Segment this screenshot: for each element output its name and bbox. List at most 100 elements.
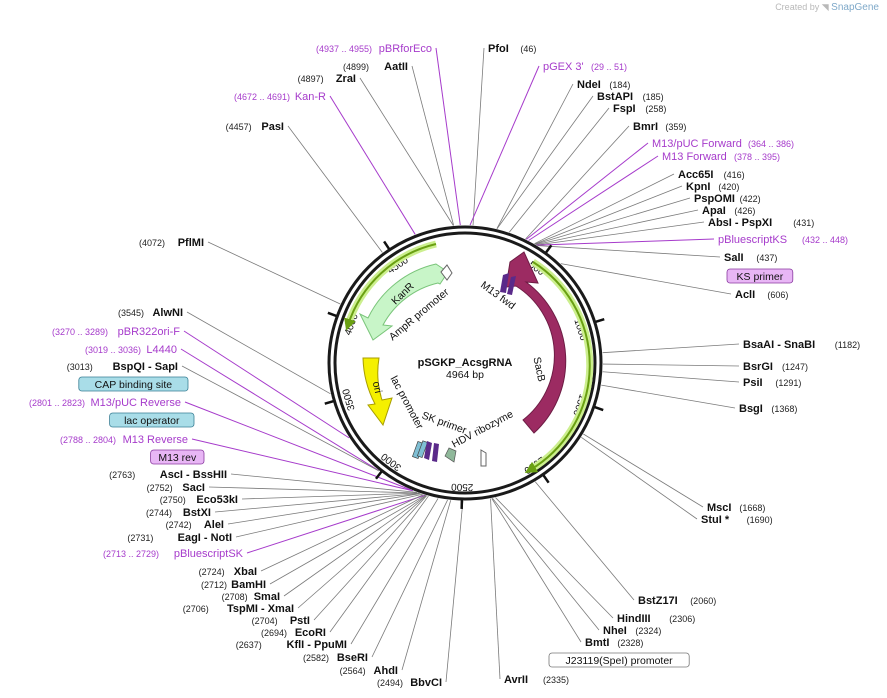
label-pbrforeco[interactable]: pBRforEco(4937 .. 4955): [316, 43, 432, 55]
label-ks-primer[interactable]: KS primer: [726, 268, 794, 284]
plasmid-length: 4964 bp: [446, 369, 484, 381]
ampr-promoter-feature[interactable]: [440, 264, 453, 281]
leader-bmti: [491, 498, 582, 643]
hdv-ribozyme-feature[interactable]: [480, 449, 487, 467]
left-label-column: pBRforEco(4937 .. 4955) AatII(4899)ZraI(4…: [29, 43, 442, 689]
label-ecori[interactable]: EcoRI(2694): [261, 627, 326, 639]
m13-forward-name: M13 Forward: [662, 151, 727, 163]
label-alei[interactable]: AleI(2742): [166, 519, 224, 531]
label-bsrgi[interactable]: BsrGI(1247): [743, 361, 808, 373]
label-psti[interactable]: PstI(2704): [252, 615, 310, 627]
label-msci[interactable]: MscI(1668): [707, 502, 765, 514]
leader-bsrgi: [602, 363, 740, 367]
label-stui[interactable]: StuI *(1690): [701, 514, 773, 526]
label-fspi[interactable]: FspI(258): [613, 103, 666, 115]
label-eco53ki[interactable]: Eco53kI(2750): [160, 494, 238, 506]
m13-rev-feature[interactable]: [424, 441, 432, 460]
label-apai[interactable]: ApaI(426): [702, 205, 755, 217]
label-absi-pspxi[interactable]: AbsI - PspXI(431): [708, 217, 814, 229]
label-psii[interactable]: PsiI(1291): [743, 377, 801, 389]
label-lac-operator[interactable]: lac operator: [109, 412, 195, 428]
label-bstapi[interactable]: BstAPI(185): [597, 91, 664, 103]
label-asci-bsshii[interactable]: AscI - BssHII(2763): [109, 469, 227, 481]
label-saci[interactable]: SacI(2752): [147, 482, 205, 494]
m13-puc-reverse-position: (2801 .. 2823): [29, 398, 85, 408]
label-pbr322ori-f[interactable]: pBR322ori-F(3270 .. 3289): [52, 326, 180, 338]
label-pspomi[interactable]: PspOMI(422): [694, 193, 761, 205]
bseri-name: BseRI: [337, 652, 368, 664]
label-ndei[interactable]: NdeI(184): [577, 79, 630, 91]
leader-fspi: [508, 107, 610, 233]
bstxi-name: BstXI: [183, 507, 211, 519]
label-bamhi[interactable]: BamHI(2712): [201, 579, 266, 591]
bsaai-snabi-position: (1182): [835, 340, 860, 350]
label-aatii[interactable]: AatII(4899): [343, 61, 408, 73]
label-kfli-ppumi[interactable]: KflI - PpuMI(2637): [236, 639, 347, 651]
acc65i-name: Acc65I: [678, 169, 713, 181]
label-eagi-noti[interactable]: EagI - NotI(2731): [127, 532, 232, 544]
pasi-position: (4457): [226, 122, 252, 132]
sk-primer-feature[interactable]: [432, 443, 439, 462]
pbr322ori-f-position: (3270 .. 3289): [52, 327, 108, 337]
label-bmri[interactable]: BmrI(359): [633, 121, 686, 133]
label-bmti[interactable]: BmtI(2328): [585, 637, 643, 649]
label-bspqi-sapi[interactable]: BspQI - SapI(3013): [67, 361, 178, 373]
tspmi-xmai-position: (2706): [183, 604, 209, 614]
label-cap-binding-site[interactable]: CAP binding site: [78, 376, 189, 392]
ks-primer-feature[interactable]: [507, 276, 516, 295]
label-sali[interactable]: SalI(437): [724, 252, 777, 264]
label-acc65i[interactable]: Acc65I(416): [678, 169, 745, 181]
label-smai[interactable]: SmaI(2708): [222, 591, 280, 603]
pbrforeco-name: pBRforEco: [379, 43, 432, 55]
leader-pspomi: [535, 197, 691, 245]
label-pfoi[interactable]: PfoI(46): [488, 43, 536, 55]
label-m13-puc-forward[interactable]: M13/pUC Forward(364 .. 386): [652, 138, 794, 150]
label-bsaai-snabi[interactable]: BsaAI - SnaBI(1182): [743, 339, 860, 351]
label-bsgi[interactable]: BsgI(1368): [739, 403, 797, 415]
psti-position: (2704): [252, 616, 278, 626]
label-pgex-3[interactable]: pGEX 3'(29 .. 51): [543, 61, 627, 73]
ori-feature[interactable]: [362, 357, 393, 427]
label-tspmi-xmai[interactable]: TspMI - XmaI(2706): [183, 603, 294, 615]
label-l4440[interactable]: L4440(3019 .. 3036): [85, 344, 177, 356]
kanr-orf-arrow: [344, 243, 437, 331]
m13-fwd-feature[interactable]: [500, 273, 509, 293]
pflmi-position: (4072): [139, 238, 165, 248]
label-avrii[interactable]: AvrII(2335): [504, 674, 569, 686]
label-bseri[interactable]: BseRI(2582): [303, 652, 368, 664]
terminator-feature[interactable]: [444, 447, 457, 463]
label-bstz17i[interactable]: BstZ17I(2060): [638, 595, 716, 607]
label-acli[interactable]: AclI(606): [735, 289, 788, 301]
label-pasi[interactable]: PasI(4457): [226, 121, 284, 133]
label-kan-r[interactable]: Kan-R(4672 .. 4691): [234, 91, 326, 103]
label-nhei[interactable]: NheI(2324): [603, 625, 661, 637]
kanr-feature[interactable]: [358, 263, 449, 341]
label-zrai[interactable]: ZraI(4897): [298, 73, 356, 85]
label-pbluescriptsk[interactable]: pBluescriptSK(2713 .. 2729): [103, 548, 244, 560]
label-bbvci[interactable]: BbvCI(2494): [377, 677, 442, 689]
label-kpni[interactable]: KpnI(420): [686, 181, 739, 193]
psii-position: (1291): [775, 378, 801, 388]
msci-position: (1668): [739, 503, 765, 513]
ahdi-position: (2564): [340, 666, 366, 676]
label-m13-reverse[interactable]: M13 Reverse(2788 .. 2804): [60, 434, 188, 446]
label-alwni[interactable]: AlwNI(3545): [118, 307, 183, 319]
lac-operator-feature[interactable]: [416, 440, 429, 458]
label-m13-puc-reverse[interactable]: M13/pUC Reverse(2801 .. 2823): [29, 397, 181, 409]
label-bstxi[interactable]: BstXI(2744): [146, 507, 211, 519]
ndei-name: NdeI: [577, 79, 601, 91]
label-pflmi[interactable]: PflMI(4072): [139, 237, 204, 249]
label-xbai[interactable]: XbaI(2724): [199, 566, 257, 578]
label-ahdi[interactable]: AhdI(2564): [340, 665, 398, 677]
tick-label-2500: 2500: [451, 481, 474, 493]
leader-acc65i: [534, 173, 675, 245]
label-m13-rev[interactable]: M13 rev: [150, 449, 205, 465]
bamhi-position: (2712): [201, 580, 227, 590]
label-hindiii[interactable]: HindIII(2306): [617, 613, 695, 625]
label-m13-forward[interactable]: M13 Forward(378 .. 395): [662, 151, 780, 163]
label-pbluescriptks[interactable]: pBluescriptKS(432 .. 448): [718, 234, 848, 246]
m13-rev-text: M13 rev: [158, 452, 197, 464]
sacb-feature[interactable]: [505, 251, 567, 434]
label-j23119-spei-promoter[interactable]: J23119(SpeI) promoter: [548, 652, 690, 668]
